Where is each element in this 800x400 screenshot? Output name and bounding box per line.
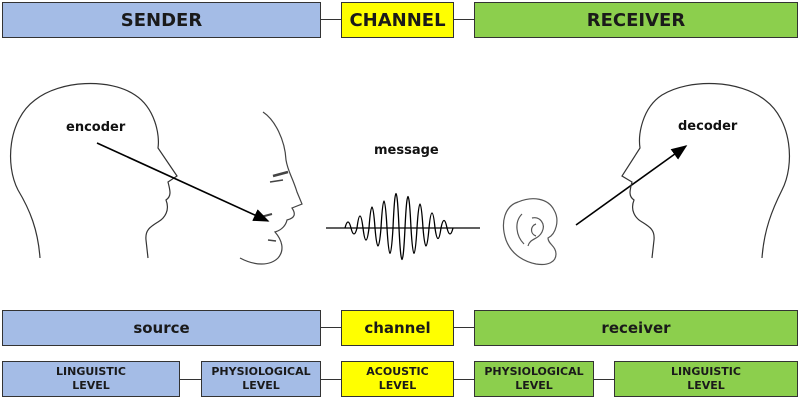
physiological-level-receiver: PHYSIOLOGICAL LEVEL: [474, 361, 594, 397]
level-line-1: LINGUISTIC: [671, 365, 741, 378]
encoder-arrow: [96, 142, 270, 222]
level-line-2: LEVEL: [515, 379, 553, 392]
source-box: source: [2, 310, 321, 346]
channel-header: CHANNEL: [341, 2, 454, 38]
level-line-1: LINGUISTIC: [56, 365, 126, 378]
receiver-head-silhouette: [621, 82, 791, 259]
level-connector-3: [454, 379, 474, 380]
physiological-level-sender: PHYSIOLOGICAL LEVEL: [201, 361, 321, 397]
linguistic-level-receiver: LINGUISTIC LEVEL: [614, 361, 798, 397]
decoder-label: decoder: [678, 119, 738, 134]
ear-icon: [502, 198, 558, 266]
receiver-header: RECEIVER: [474, 2, 798, 38]
header-connector-left: [321, 19, 341, 20]
level-line-2: LEVEL: [242, 379, 280, 392]
role-connector-right: [454, 327, 474, 328]
sound-wave-icon: [344, 192, 454, 261]
sender-head-silhouette: [9, 82, 178, 259]
level-line-2: LEVEL: [378, 379, 417, 392]
sender-header: SENDER: [2, 2, 321, 38]
level-connector-4: [594, 379, 614, 380]
level-line-2: LEVEL: [72, 379, 110, 392]
level-connector-2: [321, 379, 341, 380]
header-connector-right: [454, 19, 474, 20]
receiver-box: receiver: [474, 310, 798, 346]
linguistic-level-sender: LINGUISTIC LEVEL: [2, 361, 180, 397]
role-connector-left: [321, 327, 341, 328]
speaker-face-profile: [239, 111, 303, 265]
level-connector-1: [180, 379, 201, 380]
encoder-label: encoder: [66, 120, 126, 135]
level-line-1: PHYSIOLOGICAL: [211, 365, 311, 378]
level-line-1: ACOUSTIC: [366, 365, 429, 378]
channel-box: channel: [341, 310, 454, 346]
message-label: message: [374, 143, 439, 158]
acoustic-level: ACOUSTIC LEVEL: [341, 361, 454, 397]
level-line-1: PHYSIOLOGICAL: [484, 365, 584, 378]
level-line-2: LEVEL: [687, 379, 725, 392]
